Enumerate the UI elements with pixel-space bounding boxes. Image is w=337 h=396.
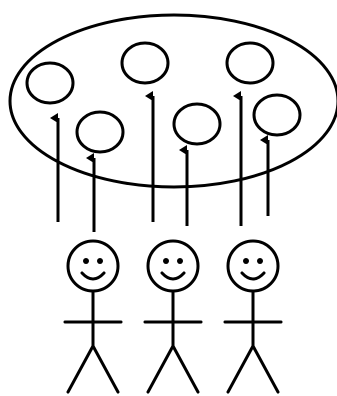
idea-circle-4: [77, 112, 123, 152]
idea-circle-5: [174, 104, 220, 144]
left-leg: [148, 346, 173, 392]
stick-figure-3: [225, 241, 281, 392]
left-eye: [163, 258, 169, 264]
right-leg: [93, 346, 118, 392]
left-eye: [83, 258, 89, 264]
idea-circle-1: [27, 63, 73, 103]
smile: [162, 273, 184, 279]
smile: [82, 273, 104, 279]
left-leg: [68, 346, 93, 392]
idea-circle-3: [227, 43, 273, 83]
left-eye: [243, 258, 249, 264]
head: [68, 241, 118, 291]
right-leg: [253, 346, 278, 392]
smile: [242, 273, 264, 279]
arrows: [58, 96, 268, 232]
idea-circle-2: [122, 43, 168, 83]
right-eye: [177, 258, 183, 264]
idea-circle-6: [254, 95, 300, 135]
idea-circles: [27, 43, 300, 152]
head: [148, 241, 198, 291]
right-leg: [173, 346, 198, 392]
right-eye: [257, 258, 263, 264]
head: [228, 241, 278, 291]
stick-figure-1: [65, 241, 121, 392]
stick-figure-2: [145, 241, 201, 392]
right-eye: [97, 258, 103, 264]
stick-figures: [65, 241, 281, 392]
left-leg: [228, 346, 253, 392]
